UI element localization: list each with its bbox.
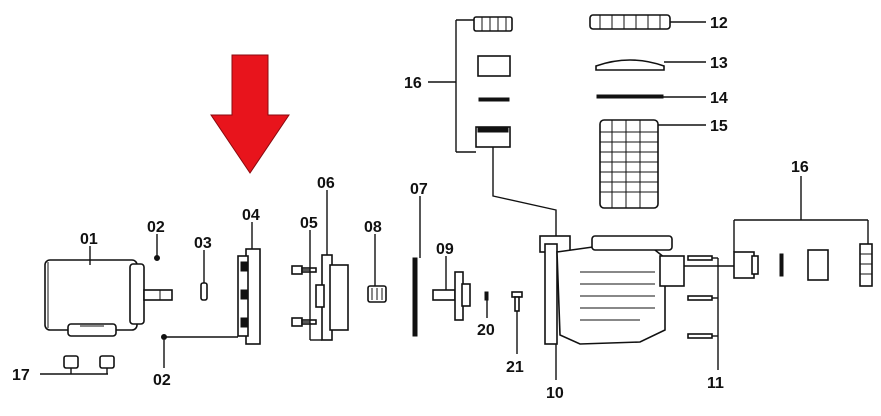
label-07: 07 [410, 181, 428, 198]
label-20: 20 [477, 322, 495, 339]
label-02-bottom: 02 [153, 372, 171, 389]
label-16-top: 16 [404, 75, 422, 92]
label-14: 14 [710, 90, 728, 107]
label-04: 04 [242, 207, 260, 224]
label-05: 05 [300, 215, 318, 232]
lid-ring-part [589, 14, 671, 30]
red-down-arrow [210, 54, 290, 174]
label-03: 03 [194, 235, 212, 252]
shaft-seal-part [367, 285, 387, 303]
label-11: 11 [707, 375, 724, 392]
label-21: 21 [506, 359, 524, 376]
leader-lines [40, 19, 869, 380]
label-06: 06 [317, 175, 335, 192]
mounting-plate-part [237, 248, 261, 345]
impeller-part [432, 271, 471, 321]
label-12: 12 [710, 15, 728, 32]
motor-feet-part [63, 355, 115, 369]
label-13: 13 [710, 55, 728, 72]
o-ring-07 [412, 257, 418, 337]
screws-05 [291, 265, 317, 327]
motor-part [44, 259, 173, 337]
label-17: 17 [12, 367, 30, 384]
screw-02-top [154, 255, 160, 261]
pump-housing-part [539, 235, 685, 345]
screws-11 [687, 255, 713, 339]
strainer-basket-part [599, 119, 659, 209]
label-10: 10 [546, 385, 564, 402]
label-16-right: 16 [791, 159, 809, 176]
label-08: 08 [364, 219, 382, 236]
seal-plate-part [315, 254, 349, 341]
label-09: 09 [436, 241, 454, 258]
union-fitting-top [473, 16, 513, 148]
label-02-top: 02 [147, 219, 165, 236]
label-01: 01 [80, 231, 98, 248]
lid-o-ring [596, 94, 664, 99]
pin-20 [484, 291, 489, 301]
label-15: 15 [710, 118, 728, 135]
lid-part [595, 59, 665, 71]
pin-03 [200, 282, 208, 301]
union-fitting-right [733, 243, 873, 287]
screw-21 [511, 291, 523, 312]
